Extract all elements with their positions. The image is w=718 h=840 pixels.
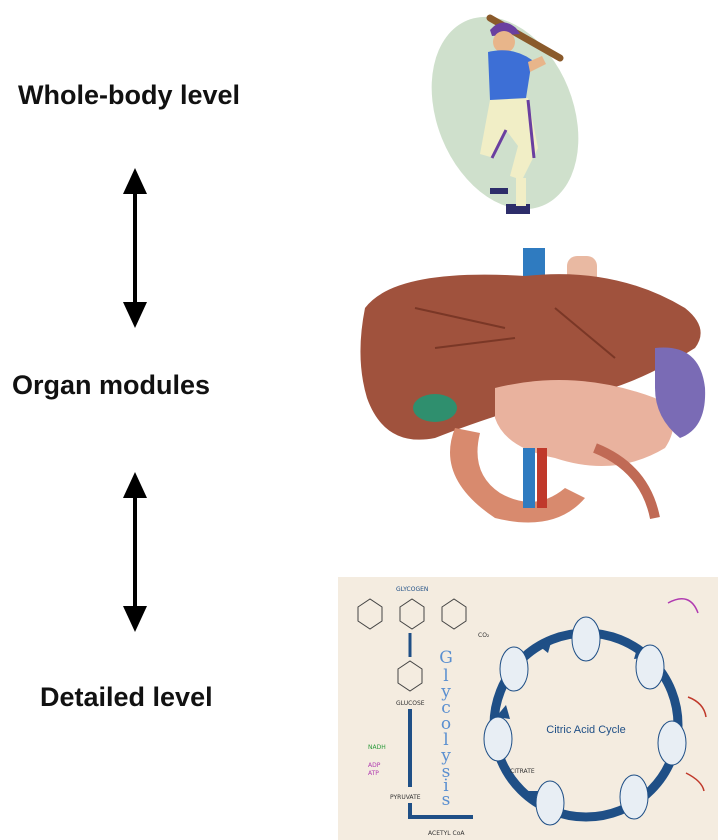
- nadh-label: NADH: [368, 744, 386, 751]
- co2-label: CO₂: [478, 632, 490, 639]
- acetyl-coa-label: ACETYL CoA: [428, 830, 465, 837]
- double-arrow-icon: [115, 472, 155, 632]
- metabolic-pathway-diagram: GLYCOGEN GLUCOSE PYRUVATE ACETYL CoA G l…: [338, 577, 718, 840]
- baseball-player-icon: [420, 8, 600, 218]
- citric-acid-cycle-label: Citric Acid Cycle: [546, 724, 625, 736]
- glycolysis-letter: G: [439, 648, 453, 668]
- liver-icon: [355, 248, 715, 538]
- detailed-level-label: Detailed level: [40, 682, 213, 713]
- pyruvate-label: PYRUVATE: [390, 794, 421, 801]
- atp-label: ATP: [368, 770, 379, 777]
- double-arrow-icon: [115, 168, 155, 328]
- whole-body-level-label: Whole-body level: [18, 80, 240, 111]
- adp-label: ADP: [368, 762, 381, 769]
- citrate-label: CITRATE: [510, 768, 535, 775]
- organ-modules-label: Organ modules: [12, 370, 210, 401]
- glycogen-label: GLYCOGEN: [396, 586, 428, 593]
- glycolysis-letter: s: [442, 790, 451, 810]
- glucose-label: GLUCOSE: [396, 700, 425, 707]
